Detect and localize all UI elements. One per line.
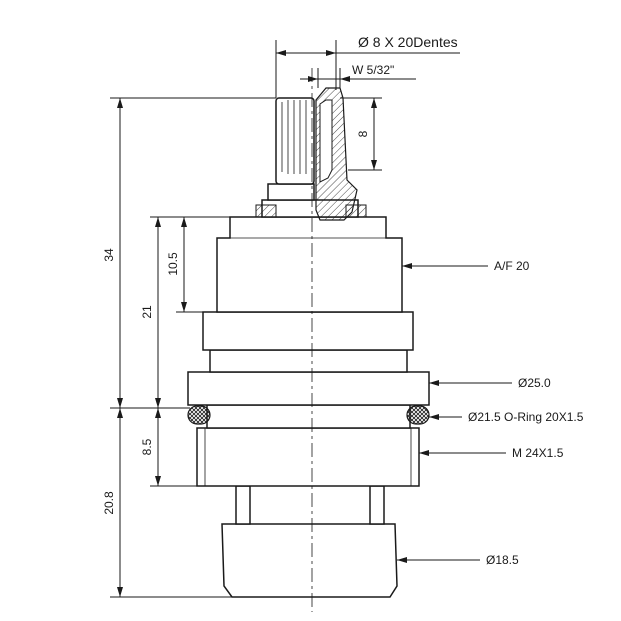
label-dim-20-8: 20.8	[102, 491, 116, 515]
dimensions	[110, 40, 512, 598]
bottom-spigot	[221, 523, 398, 598]
label-spline: Ø 8 X 20Dentes	[358, 34, 458, 50]
label-dim-10-5: 10.5	[166, 252, 180, 276]
oring-left	[187, 405, 211, 425]
label-dia25: Ø25.0	[518, 376, 551, 390]
neck	[209, 349, 408, 373]
label-oring: Ø21.5 O-Ring 20X1.5	[468, 410, 584, 424]
labels: Ø 8 X 20Dentes W 5/32" 8 34 21 10.5 8.5 …	[102, 34, 584, 567]
spline-shaft	[275, 97, 315, 185]
label-dim-34: 34	[102, 248, 116, 262]
label-af: A/F 20	[494, 259, 530, 273]
flange	[187, 371, 430, 406]
label-flats: W 5/32"	[352, 63, 394, 77]
part-outline	[187, 87, 430, 598]
label-dim-21: 21	[140, 305, 154, 319]
label-dia18-5: Ø18.5	[486, 553, 519, 567]
spline-teeth	[281, 100, 307, 174]
spline-collar	[267, 183, 315, 201]
label-dim-8-5: 8.5	[140, 438, 154, 455]
left-boss	[255, 204, 277, 218]
left-leg	[235, 485, 251, 525]
label-thread: M 24X1.5	[512, 446, 564, 460]
oring-right	[406, 405, 430, 425]
thread-section	[196, 427, 420, 487]
right-leg	[369, 485, 385, 525]
spindle-bore	[319, 99, 333, 183]
upper-hex	[216, 216, 403, 313]
lower-hex	[202, 311, 414, 351]
oring-groove	[206, 404, 411, 429]
label-dim-8: 8	[356, 130, 370, 137]
